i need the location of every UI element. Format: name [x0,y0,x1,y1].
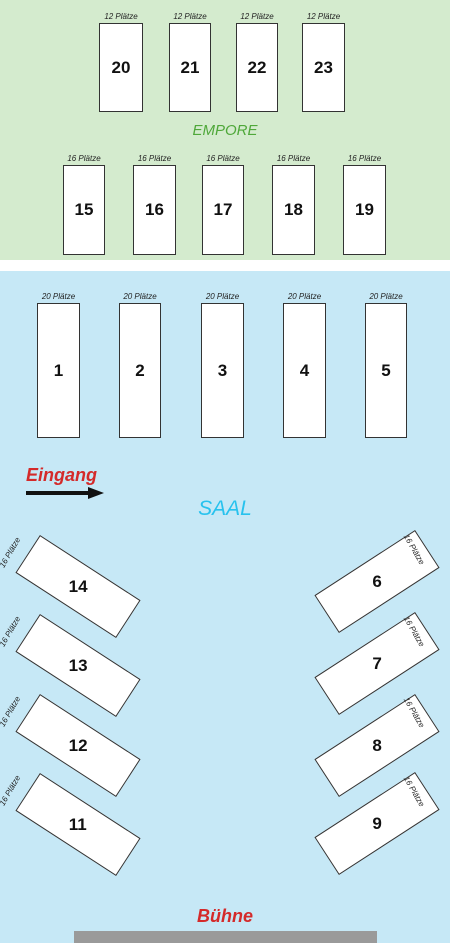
table-20: 20 [99,23,143,112]
table-number-9: 9 [372,813,382,832]
table-4: 4 [283,303,326,438]
table-21: 21 [169,23,211,112]
table-number-13: 13 [68,654,88,674]
table-capacity-22: 12 Plätze [240,12,274,21]
table-2: 2 [119,303,161,438]
table-capacity-1: 20 Plätze [41,292,76,301]
table-number-12: 12 [68,734,88,754]
table-capacity-18: 16 Plätze [276,154,311,163]
table-number-8: 8 [372,735,382,754]
table-19: 19 [343,165,386,255]
entrance-arrow-icon [26,487,104,499]
stage-bar [74,931,377,943]
table-15: 15 [63,165,105,255]
stage-label: Bühne [197,906,253,926]
table-capacity-23: 12 Plätze [306,12,341,21]
table-17: 17 [202,165,244,255]
table-capacity-16: 16 Plätze [137,154,172,163]
table-22: 22 [236,23,278,112]
table-number-7: 7 [372,653,382,672]
table-number-14: 14 [68,575,88,595]
table-16: 16 [133,165,176,255]
table-capacity-3: 20 Plätze [205,292,240,301]
table-3: 3 [201,303,244,438]
empore-label: EMPORE [192,122,258,139]
table-capacity-20: 12 Plätze [104,12,138,21]
table-capacity-5: 20 Plätze [369,292,403,301]
table-capacity-21: 12 Plätze [173,12,207,21]
table-capacity-4: 20 Plätze [287,292,322,301]
table-capacity-2: 20 Plätze [123,292,157,301]
table-18: 18 [272,165,315,255]
table-capacity-17: 16 Plätze [206,154,240,163]
table-23: 23 [302,23,345,112]
table-number-11: 11 [69,813,87,833]
table-capacity-15: 16 Plätze [67,154,101,163]
table-capacity-19: 16 Plätze [347,154,382,163]
entrance-label: Eingang [26,465,97,485]
table-number-6: 6 [372,571,382,590]
table-5: 5 [365,303,407,438]
saal-label: SAAL [198,497,252,520]
table-1: 1 [37,303,80,438]
